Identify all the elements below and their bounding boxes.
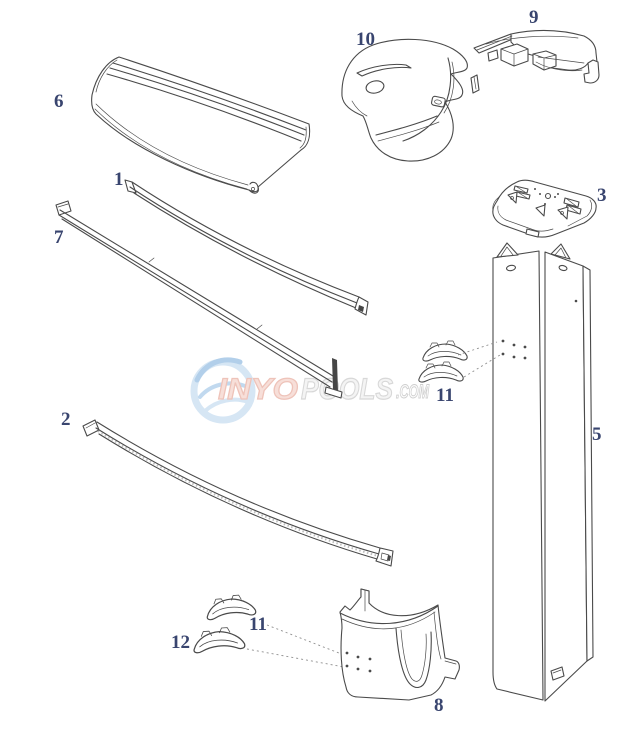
- clip-11-upper: [422, 340, 468, 362]
- part3-hole: [544, 192, 552, 200]
- leader-line-12: [246, 648, 345, 668]
- part-5-upright-post-drawing: [492, 242, 594, 702]
- part-2-label: 2: [61, 409, 71, 430]
- part-8-bottom-boot-drawing: [339, 588, 460, 701]
- part5-gussets: [496, 242, 571, 260]
- part-10-label: 10: [356, 29, 375, 50]
- part-1-top-rail-drawing: [124, 179, 369, 316]
- part8-u-cutout-inner: [400, 611, 457, 682]
- leader-line-11-left: [266, 624, 345, 656]
- part7-end-flange: [332, 358, 338, 392]
- part10-outline: [341, 38, 468, 162]
- part9-clip-box-2: [532, 50, 557, 71]
- part8-rim-inner: [341, 589, 436, 630]
- part-9-label: 9: [529, 7, 539, 28]
- part2-right-end: [375, 547, 394, 567]
- part8-bolt-holes: [345, 651, 372, 673]
- part10-top-slot: [356, 63, 412, 77]
- wave-swirl-logo-icon: [190, 357, 256, 424]
- part-2-bottom-rail-drawing: [82, 419, 394, 567]
- part9-notch: [487, 49, 499, 62]
- part1-rail-lines: [129, 181, 360, 309]
- part10-oval-hole: [365, 80, 385, 94]
- part1-end-notch: [358, 305, 364, 312]
- part1-left-end: [124, 179, 137, 194]
- part-9-cap-underside-drawing: [470, 29, 600, 94]
- part-11-clips-right-drawing: [418, 340, 501, 383]
- part-11-left-label: 11: [249, 614, 267, 635]
- part-8-label: 8: [434, 695, 444, 716]
- part-3-top-plate-drawing: [492, 179, 597, 238]
- part3-hole: [560, 211, 564, 215]
- part-7-label: 7: [54, 227, 64, 248]
- part10-latch-detail: [434, 99, 442, 105]
- part10-latch-button: [431, 95, 446, 108]
- part5-top-hole: [558, 264, 568, 272]
- part5-bottom-slot-line: [552, 669, 562, 674]
- part3-slot-hatch: [516, 186, 579, 214]
- part9-clip-box-1: [500, 43, 529, 67]
- part5-top-hole: [505, 264, 517, 272]
- part-12-label: 12: [171, 632, 190, 653]
- part-number-labels: 6 10 9 3 1 7 2 5 11 11 12 8: [54, 7, 607, 716]
- part6-curl-end: [251, 187, 255, 191]
- part3-slots: [513, 185, 582, 238]
- part-6-top-ledge-drawing: [91, 56, 311, 194]
- part2-hatch-band: [97, 430, 379, 557]
- part9-right-hook: [583, 59, 600, 84]
- part7-rail-lines: [58, 209, 334, 388]
- part3-hole: [510, 196, 514, 200]
- part-1-label: 1: [114, 169, 124, 190]
- part10-seam-lines: [375, 57, 452, 142]
- part9-detail-lines: [473, 35, 585, 90]
- part6-detail-lines: [94, 59, 307, 190]
- part2-right-end-inner: [380, 552, 390, 562]
- clip-11-lower: [418, 361, 464, 383]
- part8-rim-line: [339, 605, 439, 625]
- clip-12-bottom: [191, 625, 246, 654]
- part-3-label: 3: [597, 185, 607, 206]
- part-6-label: 6: [54, 91, 64, 112]
- part5-side-face: [544, 251, 588, 702]
- part8-u-cutout: [395, 627, 432, 689]
- part7-end-foot: [324, 386, 343, 399]
- part-7-bottom-rail-drawing: [55, 200, 343, 399]
- part-10-top-cap-drawing: [341, 38, 468, 162]
- part7-splice-ticks: [57, 203, 263, 330]
- part2-rail-lines: [95, 421, 381, 560]
- leader-line-11-right: [457, 341, 501, 378]
- part6-bottom-curl: [248, 181, 259, 194]
- part10-seam-thin: [351, 61, 455, 142]
- part5-gusset-inner: [500, 246, 567, 259]
- watermark-text-inyo: INYO: [218, 373, 298, 406]
- inyopools-watermark: INYO POOLS .COM: [190, 357, 430, 424]
- part5-front-face: [492, 250, 544, 701]
- part2-left-end-line: [85, 422, 96, 429]
- part-5-label: 5: [592, 424, 602, 445]
- part3-rim-lines: [492, 196, 593, 232]
- part5-bolt-holes: [501, 299, 578, 360]
- part5-edge-flange: [582, 265, 594, 662]
- watermark-text-com: .COM: [396, 382, 430, 403]
- part7-left-end: [55, 200, 72, 216]
- part3-rivet-dots: [534, 188, 559, 205]
- part-11-right-label: 11: [436, 385, 454, 406]
- part6-rib-lines: [106, 62, 307, 142]
- part2-end-notch: [387, 555, 391, 561]
- part8-outline: [339, 588, 460, 701]
- part-11-12-clips-left-drawing: [191, 593, 345, 668]
